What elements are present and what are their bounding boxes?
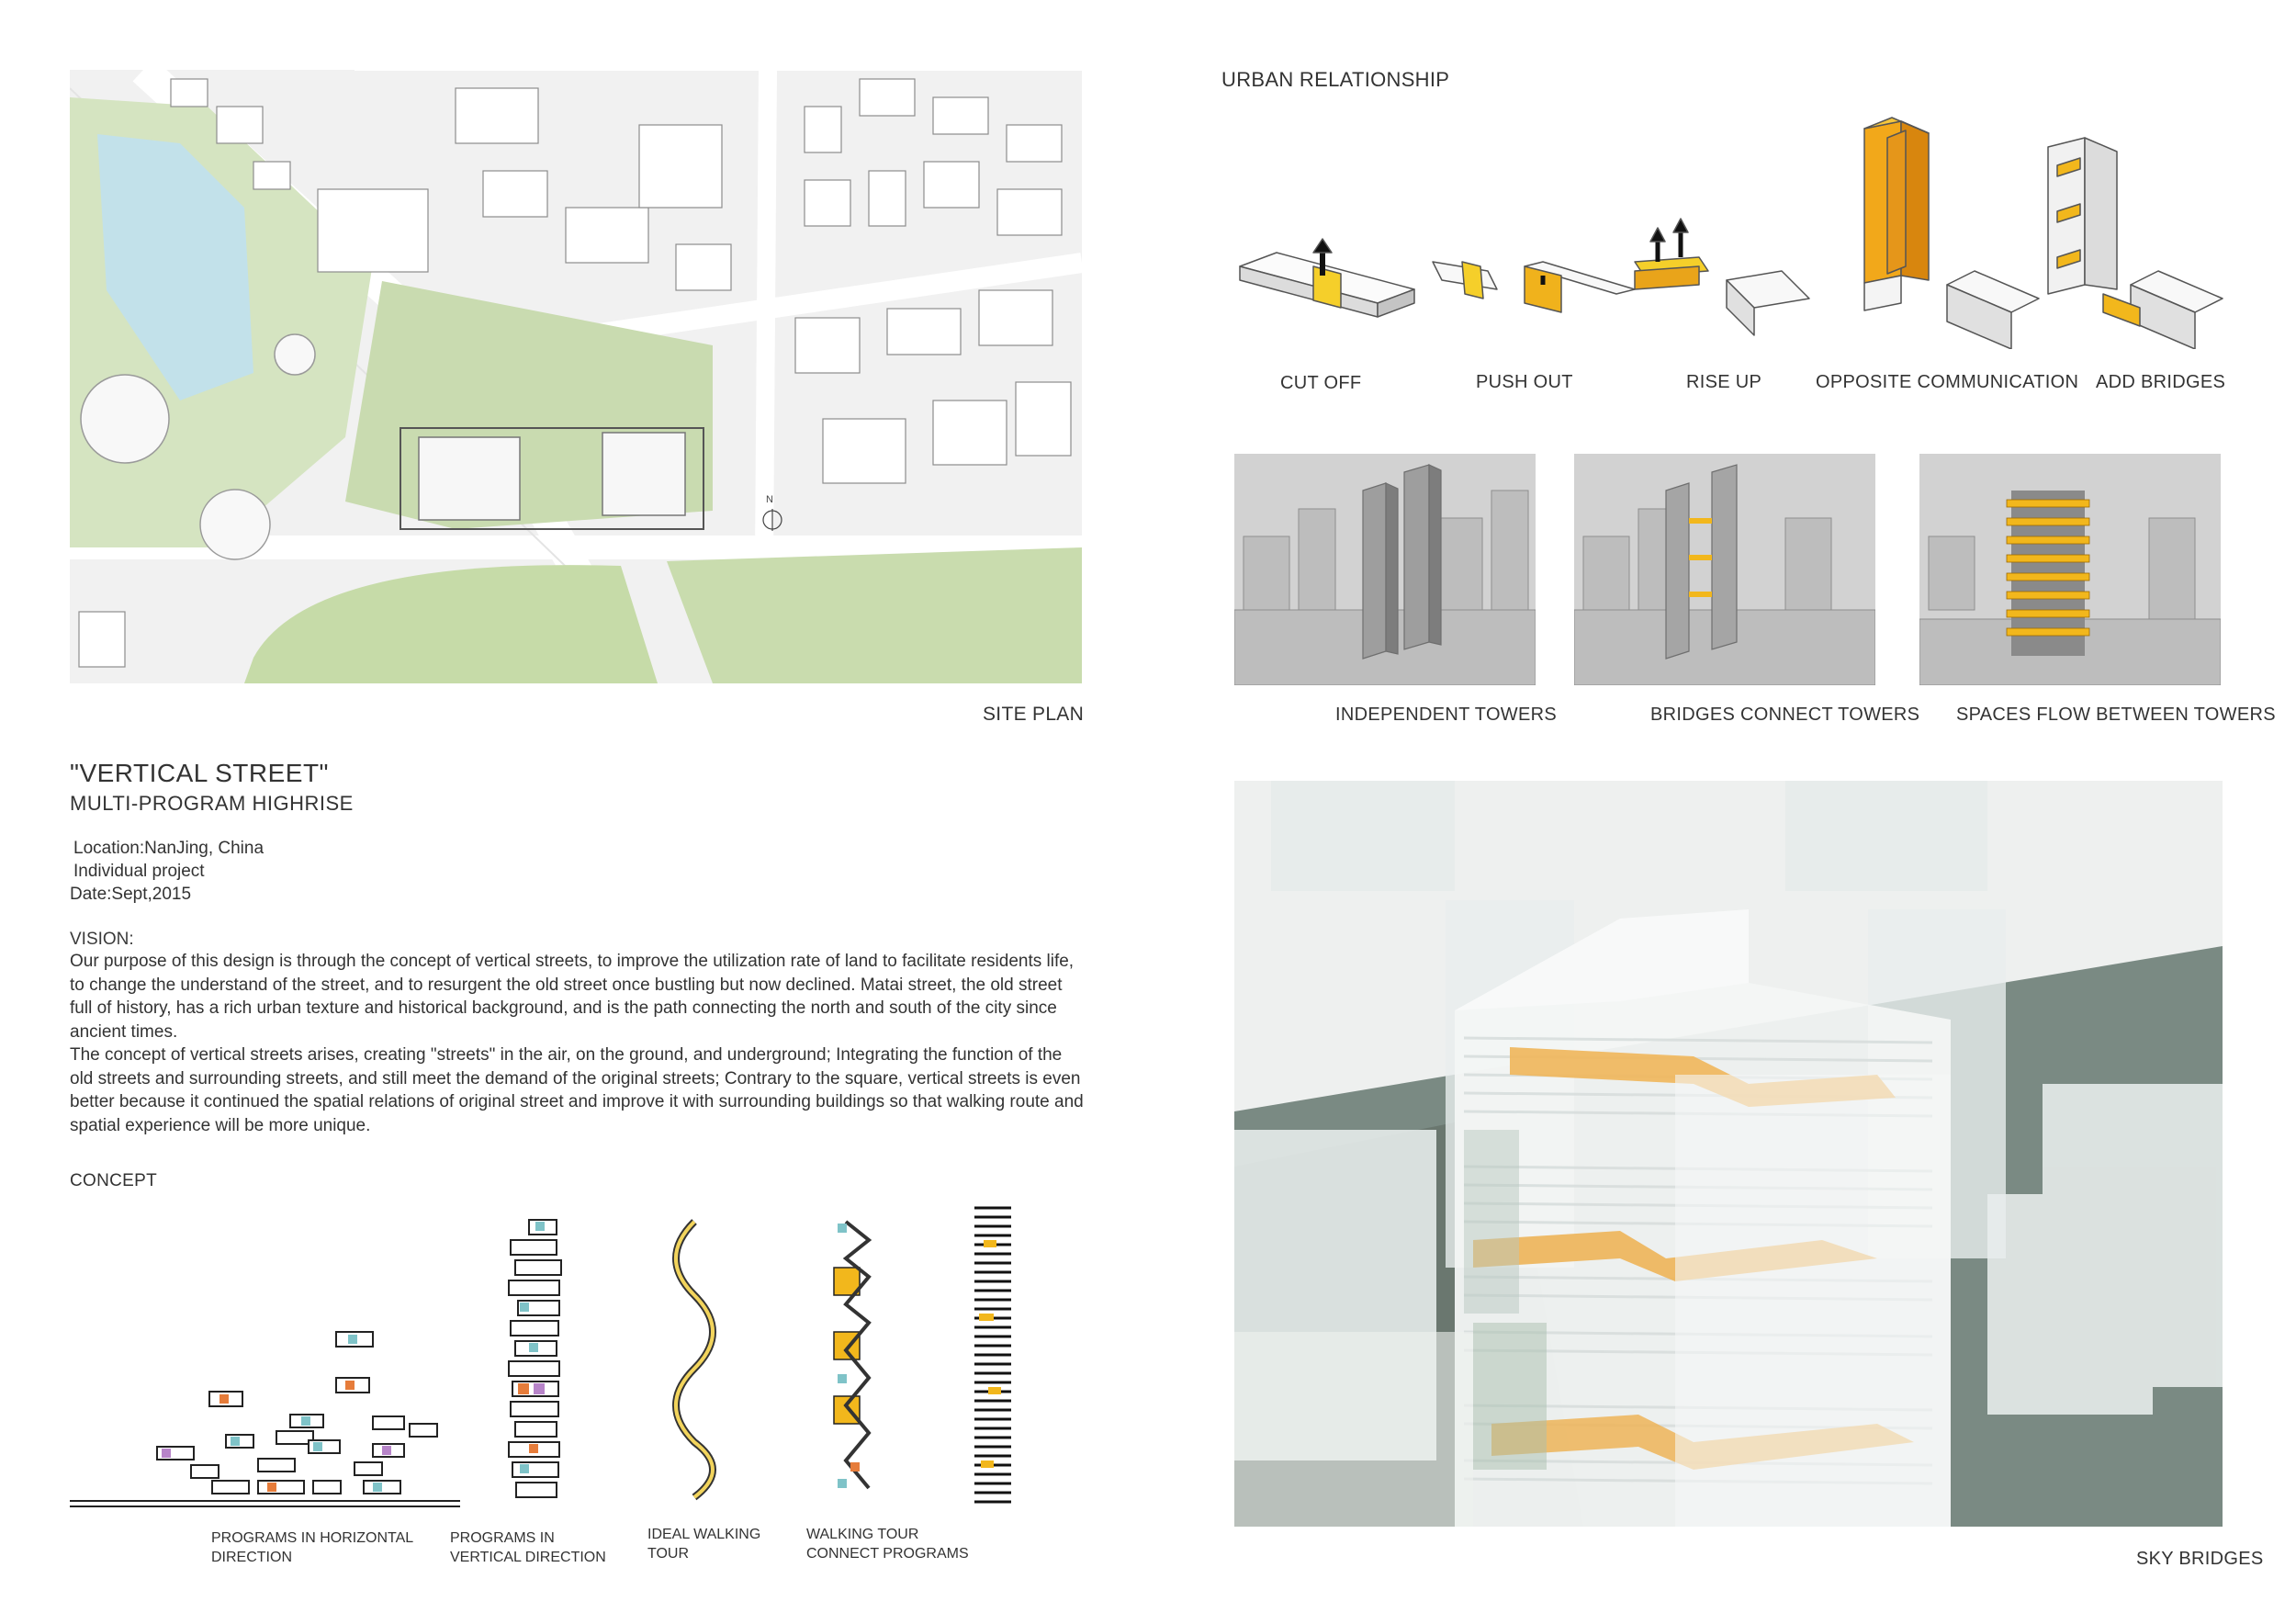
north-label: N [766, 494, 773, 505]
diagram-label-push-out: PUSH OUT [1476, 372, 1573, 392]
project-type: Individual project [73, 862, 205, 881]
vision-heading: VISION: [70, 930, 134, 949]
project-title: "VERTICAL STREET" [70, 759, 329, 787]
sky-bridges-label: SKY BRIDGES [2136, 1549, 2264, 1569]
tower-label-spaces-flow: SPACES FLOW BETWEEN TOWERS [1956, 705, 2276, 725]
project-location: Location:NanJing, China [73, 839, 264, 858]
project-subtitle: MULTI-PROGRAM HIGHRISE [70, 792, 354, 815]
site-plan-map: N [70, 70, 1082, 683]
bridges-connect-towers-render [1574, 454, 1875, 685]
vision-text: Our purpose of this design is through th… [70, 950, 1089, 1137]
concept-diagrams [70, 1206, 1011, 1507]
independent-towers-render [1234, 454, 1536, 685]
tower-label-bridges: BRIDGES CONNECT TOWERS [1650, 705, 1920, 725]
concept-caption-walking-connect: WALKING TOUR CONNECT PROGRAMS [806, 1527, 969, 1562]
vision-paragraph-1: Our purpose of this design is through th… [70, 952, 1075, 1042]
urban-relationship-heading: URBAN RELATIONSHIP [1221, 68, 1450, 91]
massing-diagrams [1239, 117, 2223, 349]
diagram-label-rise-up: RISE UP [1686, 372, 1762, 392]
project-date: Date:Sept,2015 [70, 885, 192, 904]
concept-heading: CONCEPT [70, 1171, 157, 1190]
tower-label-independent: INDEPENDENT TOWERS [1335, 705, 1557, 725]
vision-paragraph-2: The concept of vertical streets arises, … [70, 1045, 1084, 1135]
concept-caption-vertical: PROGRAMS IN VERTICAL DIRECTION [450, 1530, 606, 1565]
concept-caption-horizontal: PROGRAMS IN HORIZONTAL DIRECTION [211, 1530, 413, 1565]
concept-caption-ideal-walking: IDEAL WALKING TOUR [647, 1527, 761, 1562]
diagram-label-cut-off: CUT OFF [1280, 373, 1362, 393]
diagram-label-add-bridges: ADD BRIDGES [2096, 372, 2226, 392]
site-plan-label: SITE PLAN [983, 704, 1085, 725]
spaces-flow-render [1919, 454, 2221, 685]
diagram-label-opposite-communication: OPPOSITE COMMUNICATION [1816, 372, 2079, 392]
sky-bridges-render [1234, 781, 2223, 1527]
